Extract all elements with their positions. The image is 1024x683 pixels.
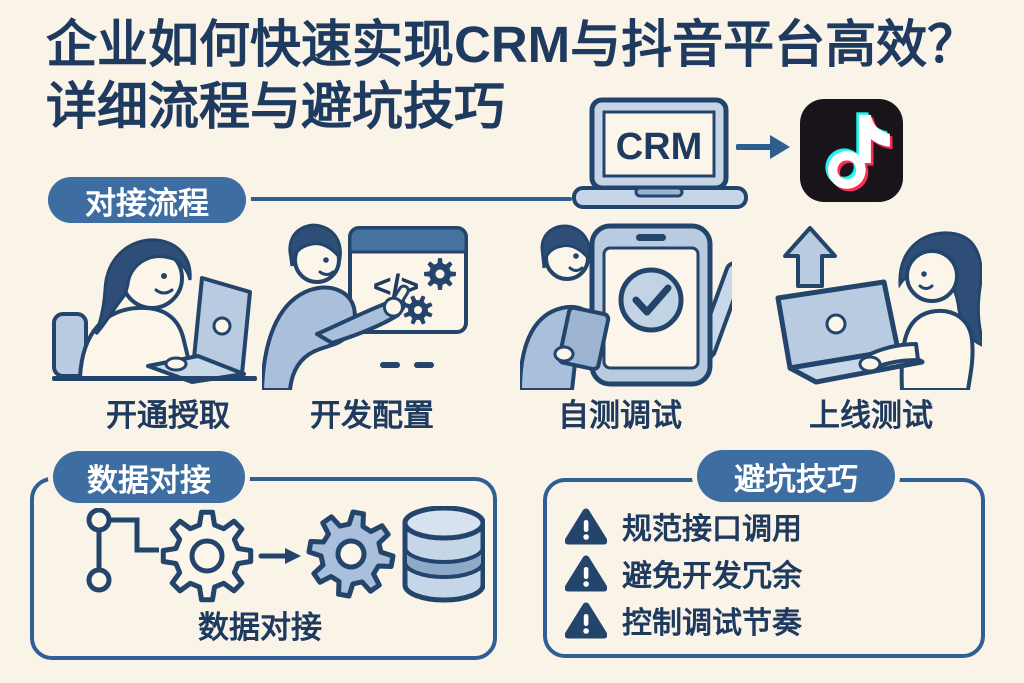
tip-row: 规范接口调用 [565,508,965,546]
process-section-badge: 对接流程 [48,177,246,223]
data-card-badge-label: 数据对接 [87,462,211,498]
warning-icon [565,555,607,592]
data-card-caption: 数据对接 [198,610,322,645]
crm-label: CRM [616,126,703,168]
illustration-step-selftest [520,223,732,390]
tips-card-badge-label: 避坑技巧 [734,461,858,497]
code-window-titlebar [348,226,468,254]
gear-filled-icon [306,509,396,599]
hair [540,224,591,269]
step-label-selftest: 自测调试 [558,398,682,433]
hair [288,223,342,267]
tip-text: 避免开发冗余 [622,560,802,593]
tip-row: 避免开发冗余 [565,555,965,593]
step-label-develop: 开发配置 [310,398,434,433]
step-label-launch: 上线测试 [809,398,933,433]
desk-line [52,376,257,381]
database-icon [402,506,485,603]
page-title-line2: 详细流程与避坑技巧 [46,78,506,135]
arrow-right-icon [736,135,790,159]
data-integration-card [30,477,497,660]
tip-text: 控制调试节奏 [622,607,802,640]
tip-text: 规范接口调用 [622,513,802,546]
douyin-note-glyph [824,111,892,191]
flow-nodes-icon [86,507,159,593]
illustration-step-develop: </> [262,223,468,390]
gear-small-icon [403,295,433,325]
illustration-step-launch [775,226,982,390]
tips-list: 规范接口调用 避免开发冗余 控制调试节奏 [565,508,965,640]
hair [94,238,192,336]
data-card-badge: 数据对接 [53,451,245,503]
tips-card-badge: 避坑技巧 [697,450,895,502]
check-circle-icon [618,267,684,333]
arrow-right-small-icon [258,548,301,564]
upload-arrow-icon [783,226,837,288]
step-label-activate: 开通授取 [106,398,230,433]
pointing-hand [382,284,410,318]
crm-laptop-icon: CRM [572,97,748,209]
douyin-logo-icon [800,99,903,202]
process-connector-line [244,197,572,201]
tip-row: 控制调试节奏 [565,602,965,640]
warning-icon [565,508,607,545]
gear-outline-icon [160,509,254,603]
warning-icon [565,602,607,639]
gear-small-icon [424,258,456,290]
page-title-line1: 企业如何快速实现CRM与抖音平台高效？ [46,16,979,73]
process-badge-label: 对接流程 [85,185,209,221]
data-flow-icons [86,506,485,603]
illustration-step-activate [52,238,257,384]
page-title: 企业如何快速实现CRM与抖音平台高效？ 详细流程与避坑技巧 [46,14,996,138]
